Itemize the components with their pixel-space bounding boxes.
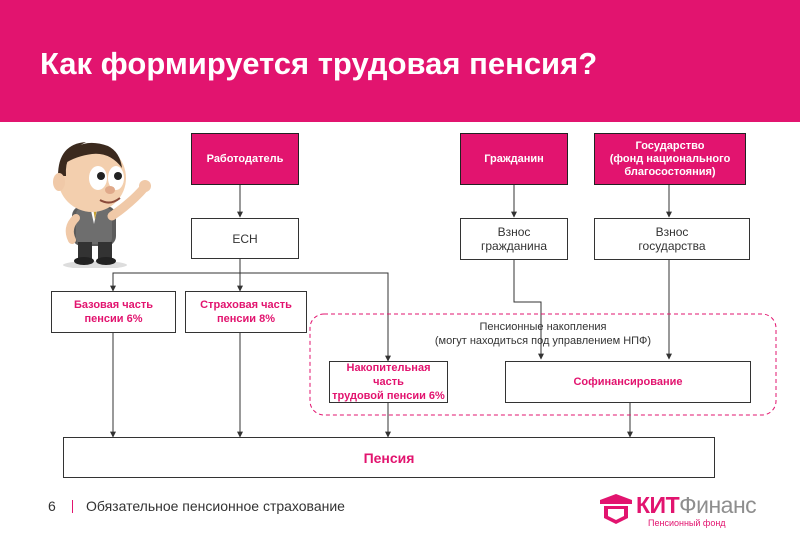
base-part-label: Базовая часть пенсии 6% [73, 299, 154, 325]
funded-part-box: Накопительная часть трудовой пенсии 6% [329, 361, 448, 403]
state-label: Государство (фонд национального благосос… [609, 139, 731, 178]
citizen-box: Гражданин [460, 133, 568, 185]
employer-box: Работодатель [191, 133, 299, 185]
cofinancing-label: Софинансирование [573, 376, 683, 388]
header-banner: Как формируется трудовая пенсия? [0, 0, 800, 122]
logo-subtitle: Пенсионный фонд [648, 518, 726, 528]
insurance-part-box: Страховая часть пенсии 8% [185, 291, 307, 333]
logo-accent-text: КИТ [636, 492, 680, 518]
cofinancing-box: Софинансирование [505, 361, 751, 403]
esn-label: ЕСН [232, 231, 258, 246]
logo-wordmark: КИТФинанс [636, 492, 757, 519]
footer-divider [72, 500, 73, 513]
savings-group-caption: Пенсионные накопления (могут находиться … [434, 321, 652, 347]
footer-text: Обязательное пенсионное страхование [86, 498, 345, 514]
citizen-contribution-label: Взнос гражданина [480, 225, 548, 253]
logo-rest-text: Финанс [679, 492, 757, 518]
citizen-contribution-box: Взнос гражданина [460, 218, 568, 260]
state-contribution-label: Взнос государства [638, 225, 706, 253]
page-number: 6 [48, 498, 56, 514]
pension-box: Пенсия [63, 437, 715, 478]
page-title: Как формируется трудовая пенсия? [40, 46, 598, 81]
state-box: Государство (фонд национального благосос… [594, 133, 746, 185]
insurance-part-label: Страховая часть пенсии 8% [200, 299, 292, 325]
mascot-illustration [53, 142, 151, 268]
funded-part-label: Накопительная часть трудовой пенсии 6% [332, 362, 445, 402]
pension-label: Пенсия [363, 449, 415, 466]
employer-label: Работодатель [206, 152, 284, 165]
logo-emblem-icon [600, 494, 632, 524]
citizen-label: Гражданин [484, 152, 544, 165]
state-contribution-box: Взнос государства [594, 218, 750, 260]
base-part-box: Базовая часть пенсии 6% [51, 291, 176, 333]
company-logo: КИТФинанс Пенсионный фонд [596, 488, 776, 532]
esn-box: ЕСН [191, 218, 299, 259]
